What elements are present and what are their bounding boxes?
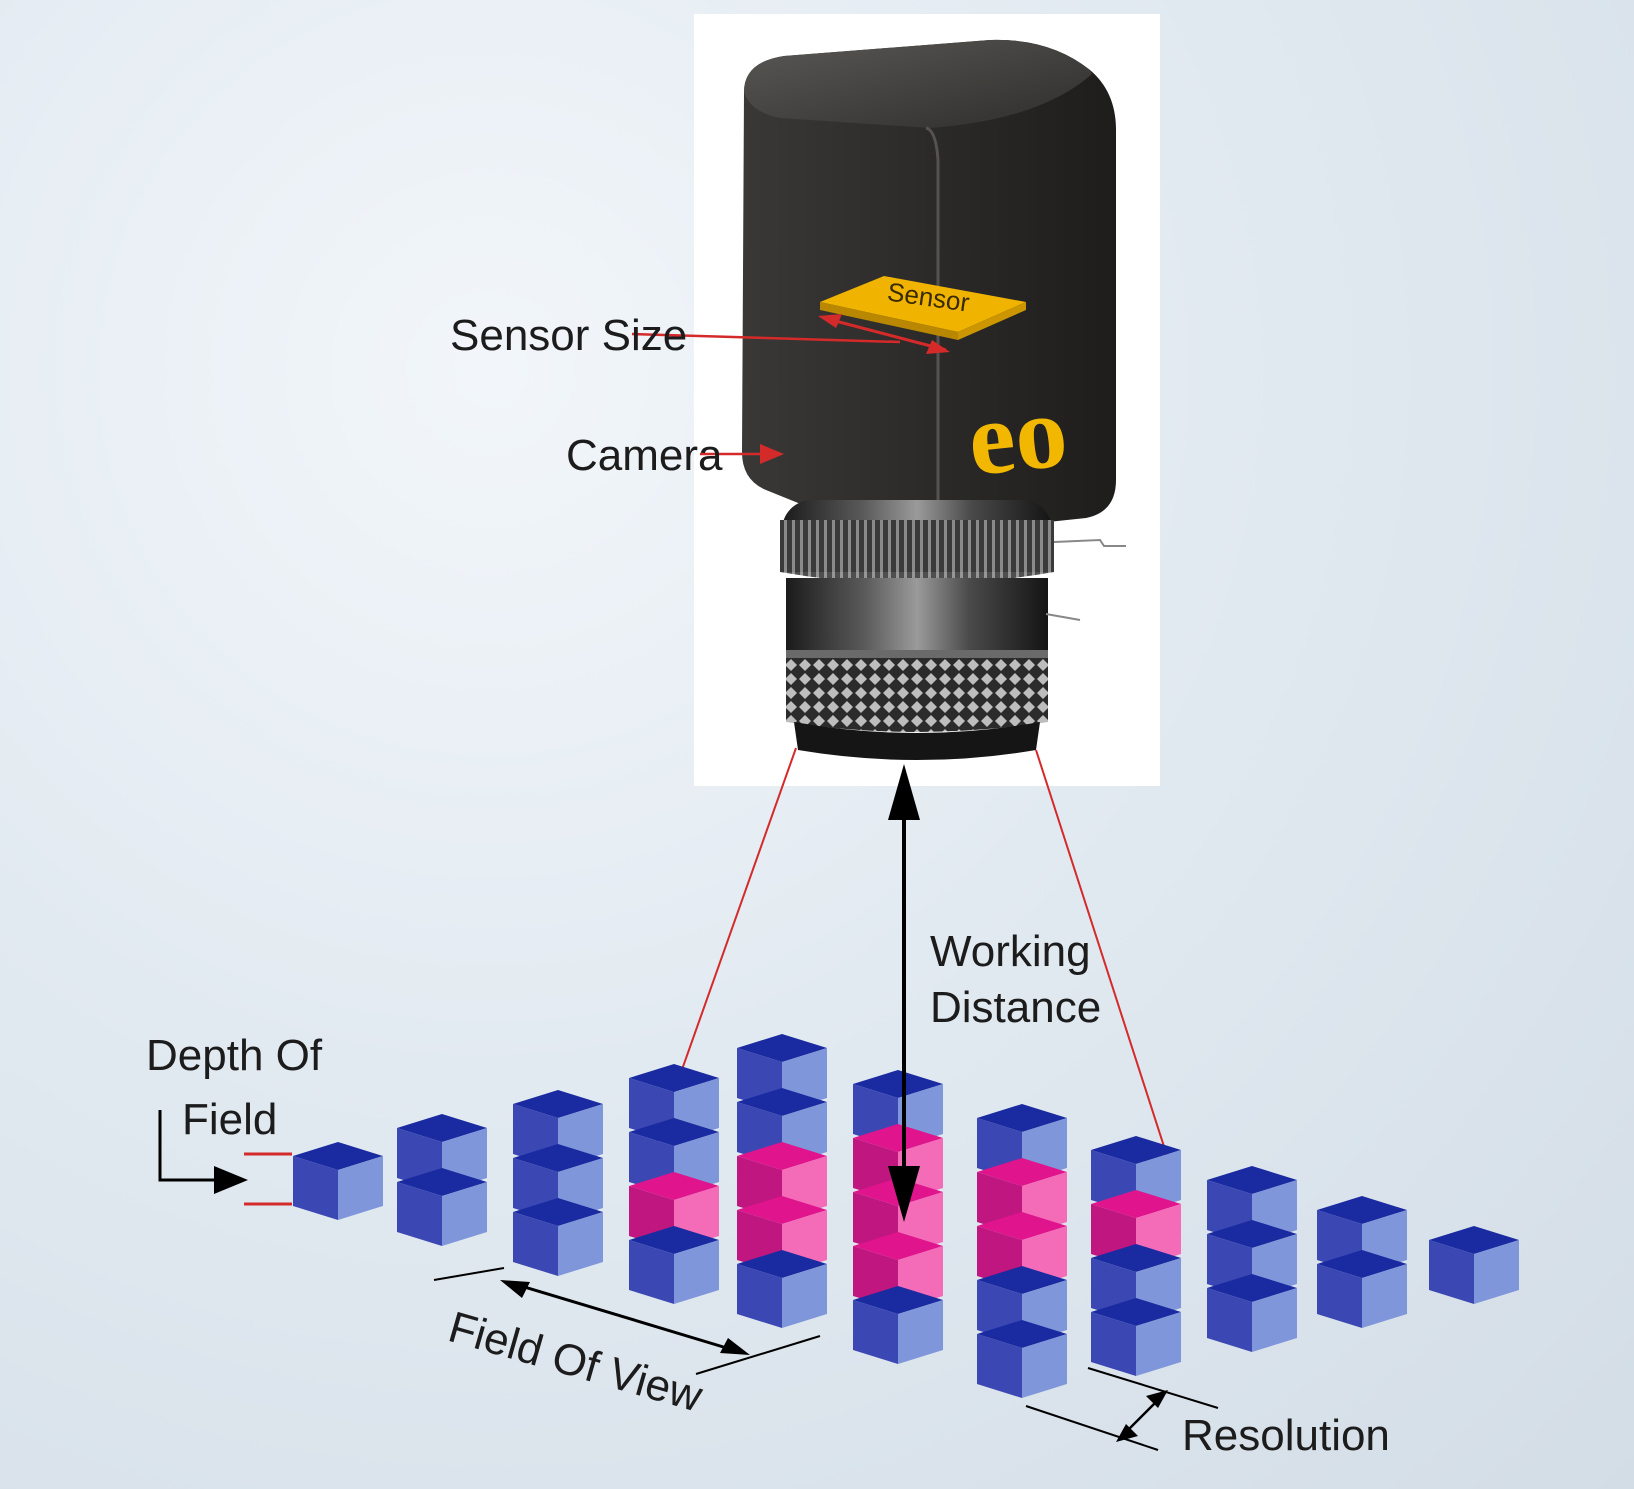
sensor-size-arrow [631, 314, 950, 354]
cube-left-face [1317, 1264, 1362, 1328]
cube-right-face [674, 1240, 719, 1304]
cube-2-0 [513, 1090, 603, 1168]
working-distance-label-line2: Distance [930, 983, 1101, 1032]
cube-9-1 [1317, 1250, 1407, 1328]
cube-right-face [1022, 1334, 1067, 1398]
cube-7-1 [1091, 1190, 1181, 1268]
depth-of-field-label-line2: Field [182, 1095, 277, 1144]
sensor-chip: Sensor [820, 276, 1026, 340]
cube-4-4 [737, 1250, 827, 1328]
cube-left-face [1429, 1240, 1474, 1304]
cube-left-face [977, 1334, 1022, 1398]
cube-right-face [1474, 1240, 1519, 1304]
field-of-view-label: Field Of View [443, 1303, 707, 1422]
brand-logo-text: eo [963, 373, 1073, 498]
cube-7-3 [1091, 1298, 1181, 1376]
cube-6-4 [977, 1320, 1067, 1398]
cube-left-face [737, 1264, 782, 1328]
cube-left-face [293, 1156, 338, 1220]
field-of-view-dimension [433, 1267, 821, 1375]
resolution-label: Resolution [1182, 1411, 1390, 1460]
cube-3-3 [629, 1226, 719, 1304]
cube-right-face [1136, 1312, 1181, 1376]
cube-left-face [1207, 1288, 1252, 1352]
cube-left-face [1091, 1312, 1136, 1376]
object-cubes [293, 1034, 1519, 1398]
depth-of-field-marker [158, 1110, 292, 1206]
sensor-size-label: Sensor Size [450, 311, 687, 360]
cube-1-0 [397, 1114, 487, 1192]
working-distance-arrow [888, 764, 920, 1222]
cube-8-2 [1207, 1274, 1297, 1352]
cube-left-face [397, 1182, 442, 1246]
cube-left-face [629, 1240, 674, 1304]
cube-right-face [1252, 1288, 1297, 1352]
camera-pointer-arrow [700, 444, 784, 464]
cube-1-1 [397, 1168, 487, 1246]
cube-right-face [338, 1156, 383, 1220]
cube-3-2 [629, 1172, 719, 1250]
cube-left-face [513, 1212, 558, 1276]
cube-right-face [558, 1212, 603, 1276]
cube-2-2 [513, 1198, 603, 1276]
resolution-dimension [1025, 1367, 1219, 1451]
fov-line-right [1035, 749, 1181, 1197]
cube-right-face [1362, 1264, 1407, 1328]
camera-lens [780, 500, 1126, 760]
cube-5-4 [853, 1286, 943, 1364]
cube-right-face [442, 1182, 487, 1246]
working-distance-label-line1: Working [930, 927, 1091, 976]
cube-left-face [853, 1300, 898, 1364]
cube-10-0 [1429, 1226, 1519, 1304]
camera-label: Camera [566, 431, 723, 480]
cube-right-face [782, 1264, 827, 1328]
cube-right-face [898, 1300, 943, 1364]
cube-0-0 [293, 1142, 383, 1220]
depth-of-field-label-line1: Depth Of [146, 1031, 323, 1080]
